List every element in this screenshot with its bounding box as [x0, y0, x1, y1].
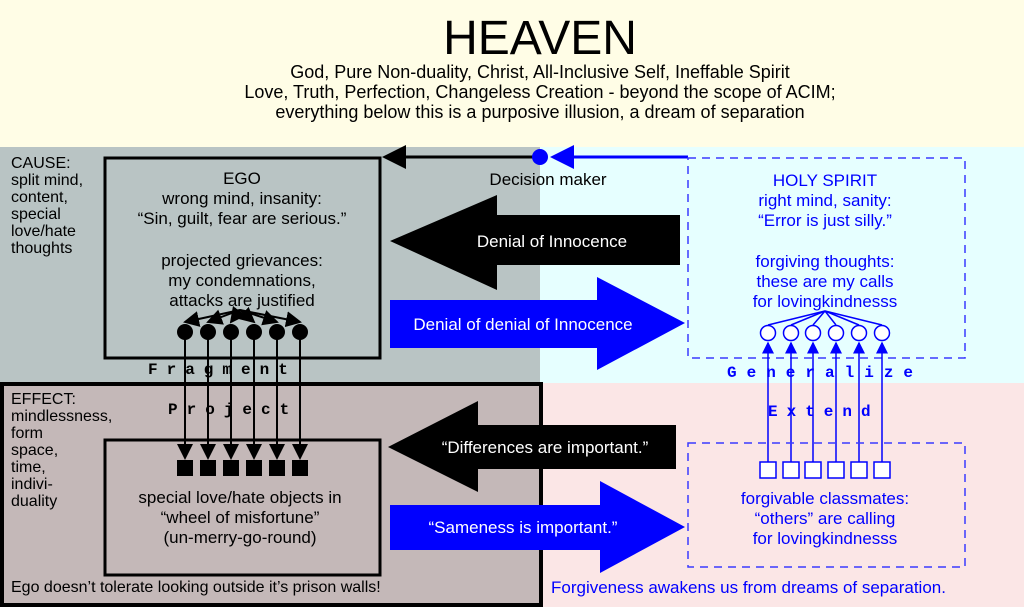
- generalize-line: [790, 310, 826, 326]
- holy-spirit-box: [687, 157, 966, 359]
- cause-text: special: [11, 206, 61, 223]
- thought-circle: [782, 324, 800, 342]
- ego-text: “Sin, guilt, fear are serious.”: [138, 209, 347, 228]
- cause-text: content,: [11, 189, 68, 206]
- cause-label: CAUSE:: [11, 155, 71, 172]
- extend-label: Extend: [768, 403, 880, 421]
- object-square: [223, 460, 239, 476]
- cause-text: split mind,: [11, 172, 83, 189]
- heaven-region: [0, 0, 1024, 147]
- holy-spirit-text: these are my calls: [757, 272, 894, 291]
- object-square: [200, 460, 216, 476]
- object-square: [292, 460, 308, 476]
- grievance-dot: [269, 324, 285, 340]
- effect-text: mindlessness,: [11, 408, 112, 425]
- cause-text: thoughts: [11, 240, 72, 257]
- generalize-label: Generalize: [727, 364, 923, 382]
- grievance-dot: [246, 324, 262, 340]
- classmate-square: [873, 461, 891, 479]
- generalize-line: [824, 310, 860, 326]
- ego-text: projected grievances:: [161, 251, 323, 270]
- effect-text: form: [11, 425, 43, 442]
- ego-fragment-network: [177, 306, 308, 476]
- objects-text: special love/hate objects in: [138, 488, 341, 507]
- sameness-label: “Sameness is important.”: [429, 518, 618, 537]
- footer-left: Ego doesn’t tolerate looking outside it’…: [11, 579, 381, 596]
- effect-text: duality: [11, 493, 57, 510]
- effect-text: indivi-: [11, 476, 53, 493]
- ego-box: [103, 156, 382, 360]
- decision-maker-label: Decision maker: [489, 170, 606, 189]
- holy-spirit-text: forgiving thoughts:: [756, 252, 895, 271]
- ego-title: EGO: [223, 169, 261, 188]
- classmate-square: [759, 461, 777, 479]
- object-square: [177, 460, 193, 476]
- thought-circle: [804, 324, 822, 342]
- fragment-label: Fragment: [148, 361, 297, 379]
- heaven-line: Love, Truth, Perfection, Changeless Crea…: [244, 82, 835, 102]
- objects-text: “wheel of misfortune”: [161, 508, 320, 527]
- effect-text: space,: [11, 442, 58, 459]
- effect-label: EFFECT:: [11, 391, 76, 408]
- differences-arrow: [388, 401, 676, 492]
- thought-circle: [873, 324, 891, 342]
- classmate-square: [827, 461, 845, 479]
- ego-text: wrong mind, insanity:: [161, 189, 322, 208]
- grievance-dot: [200, 324, 216, 340]
- object-square: [269, 460, 285, 476]
- decision-maker-dot: [532, 149, 548, 165]
- denial-of-denial-arrow: [390, 277, 685, 370]
- holy-spirit-text: for lovingkindnesss: [753, 292, 898, 311]
- grievance-dot: [177, 324, 193, 340]
- generalize-line: [812, 310, 826, 326]
- generalize-line: [767, 310, 826, 326]
- objects-box: [103, 438, 382, 577]
- project-label: Project: [168, 401, 298, 419]
- denial-arrow: [390, 195, 680, 290]
- effect-text: time,: [11, 459, 46, 476]
- holy-spirit-text: “Error is just silly.”: [758, 211, 892, 230]
- generalize-line: [824, 310, 883, 326]
- differences-label: “Differences are important.”: [442, 438, 649, 457]
- heaven-line: everything below this is a purposive ill…: [275, 102, 804, 122]
- fragment-arrow: [238, 306, 256, 324]
- denial-label: Denial of Innocence: [477, 232, 627, 251]
- grievance-dot: [223, 324, 239, 340]
- objects-text: (un-merry-go-round): [163, 528, 316, 547]
- holy-spirit-text: right mind, sanity:: [758, 191, 891, 210]
- classmate-square: [804, 461, 822, 479]
- classmates-text: “others” are calling: [755, 509, 896, 528]
- classmate-square: [850, 461, 868, 479]
- object-square: [246, 460, 262, 476]
- holy-spirit-network: [759, 310, 891, 479]
- sameness-arrow: [390, 481, 685, 573]
- thought-circle: [759, 324, 777, 342]
- generalize-line: [824, 310, 837, 326]
- thought-circle: [850, 324, 868, 342]
- grievance-dot: [292, 324, 308, 340]
- denial-of-denial-label: Denial of denial of Innocence: [413, 315, 632, 334]
- fragment-arrow: [239, 309, 302, 328]
- heaven-title: HEAVEN: [443, 12, 637, 65]
- holy-spirit-title: HOLY SPIRIT: [773, 171, 877, 190]
- ego-text: attacks are justified: [169, 291, 315, 310]
- ego-text: my condemnations,: [168, 271, 315, 290]
- cause-text: love/hate: [11, 223, 76, 240]
- heaven-line: God, Pure Non-duality, Christ, All-Inclu…: [290, 62, 790, 82]
- classmates-box: [687, 442, 966, 568]
- classmates-text: forgivable classmates:: [741, 489, 909, 508]
- classmates-text: for lovingkindnesss: [753, 529, 898, 548]
- classmate-square: [782, 461, 800, 479]
- thought-circle: [827, 324, 845, 342]
- footer-right: Forgiveness awakens us from dreams of se…: [551, 578, 946, 597]
